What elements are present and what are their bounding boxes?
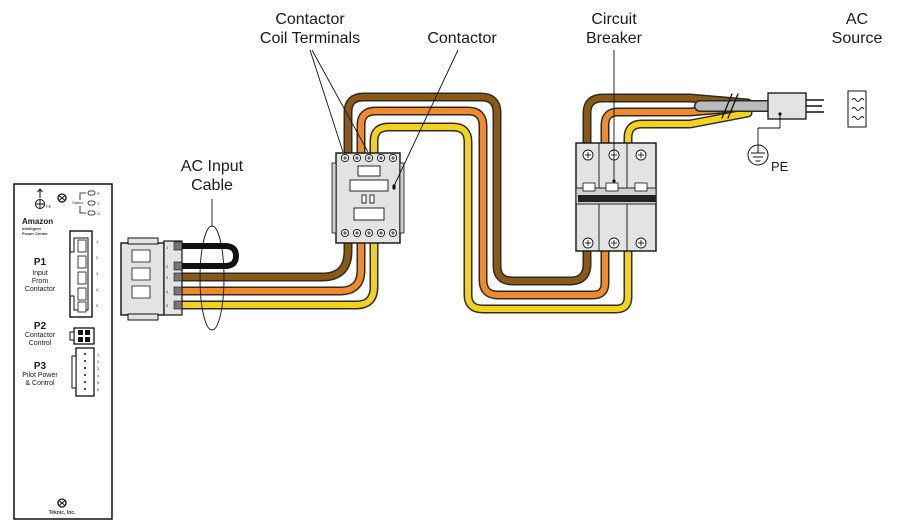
plug-pin-5: 5 — [166, 303, 169, 308]
pe-mark-label: PE — [46, 204, 52, 209]
source-plug — [767, 92, 824, 120]
contactor-body — [331, 152, 405, 244]
p1-pin-5: 5 — [96, 303, 99, 308]
p3-pin-1: 1 — [97, 352, 100, 357]
p1-title: P1 — [34, 257, 47, 268]
status-led-y-label: Y — [97, 201, 100, 206]
cable-break-mark — [721, 93, 739, 119]
label-pe: PE — [771, 159, 789, 174]
p1-pin-2: 2 — [96, 255, 99, 260]
jumper-loop-wire — [179, 243, 239, 269]
p2-connector — [69, 327, 95, 345]
p2-title: P2 — [34, 321, 47, 332]
device-subtitle-1: Intelligent — [22, 226, 42, 231]
power-center-device: PE Status P Y G Amazon Intelligent Power… — [13, 183, 113, 520]
p2-desc-1: Contactor — [25, 332, 56, 339]
p3-title: P3 — [34, 361, 47, 372]
status-led-p — [87, 190, 96, 196]
contactor-leader-lines — [309, 49, 459, 187]
ac-input-plug: 1 2 3 4 5 — [120, 237, 183, 321]
ac-source-symbol-icon — [847, 90, 867, 128]
plug-pin-2: 2 — [166, 264, 169, 269]
plug-pin-4: 4 — [166, 289, 169, 294]
label-contactor-coil-2: Coil Terminals — [260, 30, 360, 47]
status-leds: Status P Y G — [72, 190, 100, 216]
p1-desc-2: From — [32, 278, 49, 285]
device-maker: Teknic, Inc. — [49, 510, 76, 516]
p3-pin-4: 4 — [97, 373, 100, 378]
label-ac-input-cable-1: AC Input — [181, 158, 244, 175]
p1-pin-4: 4 — [96, 287, 99, 292]
device-subtitle-2: Power Center — [22, 231, 48, 236]
plug-pin-3: 3 — [166, 275, 169, 280]
p2-desc-2: Control — [29, 340, 52, 347]
circuit-breaker-body — [575, 142, 657, 252]
status-label: Status — [72, 200, 83, 205]
label-ac-source-1: AC — [846, 11, 868, 28]
p1-pin-1: 1 — [96, 239, 99, 244]
device-brand: Amazon — [22, 217, 53, 226]
p3-desc-2: & Control — [25, 380, 55, 387]
label-contactor: Contactor — [427, 30, 497, 47]
p1-pin-3: 3 — [96, 271, 99, 276]
status-led-g-label: G — [97, 211, 100, 216]
pe-ground-symbol-icon — [747, 144, 769, 166]
pe-ground-icon — [35, 188, 45, 209]
label-circuit-breaker-2: Breaker — [586, 30, 643, 47]
label-ac-input-cable-2: Cable — [191, 177, 233, 194]
p1-desc-1: Input — [32, 270, 48, 277]
p3-pin-3: 3 — [97, 366, 100, 371]
status-led-g — [87, 210, 96, 216]
p3-desc-1: Pilot Power — [22, 372, 58, 379]
status-led-y — [87, 200, 96, 206]
p1-desc-3: Contactor — [25, 286, 56, 293]
p3-pin-5: 5 — [97, 380, 100, 385]
label-circuit-breaker-1: Circuit — [591, 11, 637, 28]
status-led-p-label: P — [97, 191, 100, 196]
p1-connector — [69, 230, 93, 318]
wire-bundle — [177, 92, 774, 314]
label-ac-source-2: Source — [832, 30, 883, 47]
p3-pin-6: 6 — [97, 387, 100, 392]
p3-pin-2: 2 — [97, 359, 100, 364]
label-contactor-coil-1: Contactor — [275, 11, 345, 28]
plug-pin-1: 1 — [166, 245, 169, 250]
p3-connector — [71, 347, 95, 397]
device-housing — [13, 183, 113, 520]
